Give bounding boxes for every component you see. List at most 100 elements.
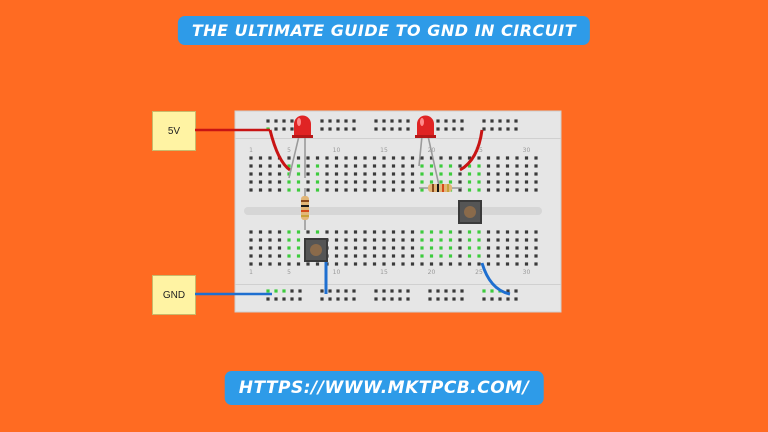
terminal-hole [325,180,329,184]
terminal-hole [410,246,415,250]
terminal-hole [325,156,329,160]
terminal-hole [353,262,358,266]
terminal-hole [420,254,424,258]
terminal-hole [372,172,377,176]
terminal-hole [496,156,500,160]
terminal-hole [287,156,291,160]
terminal-hole [486,180,491,184]
terminal-hole [458,262,462,266]
terminal-hole [296,238,301,242]
terminal-hole [296,156,301,160]
terminal-hole [315,230,320,234]
rail-hole [344,289,348,293]
supply-label: 5V [152,111,196,151]
rail-hole [514,297,518,301]
terminal-hole [344,180,348,184]
terminal-hole [249,156,253,160]
terminal-hole [467,262,472,266]
supply-jumper-left [268,129,291,172]
terminal-hole [372,180,377,184]
rail-hole [328,119,332,123]
terminal-hole [334,156,339,160]
rail-hole [390,297,394,301]
terminal-hole [382,172,386,176]
terminal-hole [363,254,367,258]
terminal-hole [420,262,424,266]
supply-jumper-right [459,129,484,172]
rail-hole [428,297,432,301]
terminal-hole [306,164,310,168]
rail-hole [352,297,356,301]
terminal-hole [477,180,481,184]
terminal-hole [505,262,510,266]
terminal-hole [372,164,377,168]
terminal-hole [401,230,405,234]
terminal-hole [515,164,519,168]
terminal-hole [534,172,538,176]
terminal-hole [439,172,443,176]
terminal-hole [401,254,405,258]
rail-hole [320,297,324,301]
rail-hole [274,127,278,131]
terminal-hole [391,238,396,242]
terminal-hole [467,230,472,234]
terminal-hole [524,164,529,168]
ground-jumper-right [480,262,511,296]
rail-hole [352,289,356,293]
terminal-hole [306,230,310,234]
rail-hole [374,297,378,301]
column-number: 25 [475,147,483,154]
terminal-hole [505,156,510,160]
terminal-hole [429,230,434,234]
rail-hole [436,119,440,123]
terminal-hole [458,180,462,184]
terminal-hole [420,172,424,176]
terminal-hole [486,254,491,258]
push-button-right [458,200,482,224]
terminal-hole [486,156,491,160]
terminal-hole [296,230,301,234]
terminal-hole [287,238,291,242]
rail-hole [444,119,448,123]
rail-hole [336,119,340,123]
terminal-hole [353,238,358,242]
terminal-hole [344,156,348,160]
terminal-hole [410,262,415,266]
terminal-hole [486,246,491,250]
terminal-hole [287,254,291,258]
terminal-hole [287,188,291,192]
terminal-hole [363,188,367,192]
resistor-left [301,188,309,230]
rail-hole [336,297,340,301]
terminal-hole [249,254,253,258]
terminal-hole [486,230,491,234]
rail-hole [398,289,402,293]
terminal-hole [277,254,282,258]
terminal-hole [344,262,348,266]
terminal-hole [372,156,377,160]
terminal-hole [496,164,500,168]
terminal-hole [458,172,462,176]
rail-hole [274,289,278,293]
terminal-hole [258,188,263,192]
terminal-hole [296,246,301,250]
terminal-hole [496,254,500,258]
terminal-hole [249,172,253,176]
terminal-hole [391,230,396,234]
terminal-hole [249,164,253,168]
terminal-hole [410,188,415,192]
rail-hole [290,297,294,301]
rail-hole [382,119,386,123]
terminal-hole [496,172,500,176]
column-number: 25 [475,269,483,276]
terminal-hole [477,246,481,250]
terminal-hole [458,156,462,160]
terminal-hole [334,172,339,176]
terminal-hole [334,262,339,266]
rail-hole [406,297,410,301]
terminal-hole [439,164,443,168]
terminal-hole [287,172,291,176]
terminal-hole [344,230,348,234]
url-banner[interactable]: HTTPS://WWW.MKTPCB.COM/ [224,371,544,405]
terminal-hole [496,180,500,184]
